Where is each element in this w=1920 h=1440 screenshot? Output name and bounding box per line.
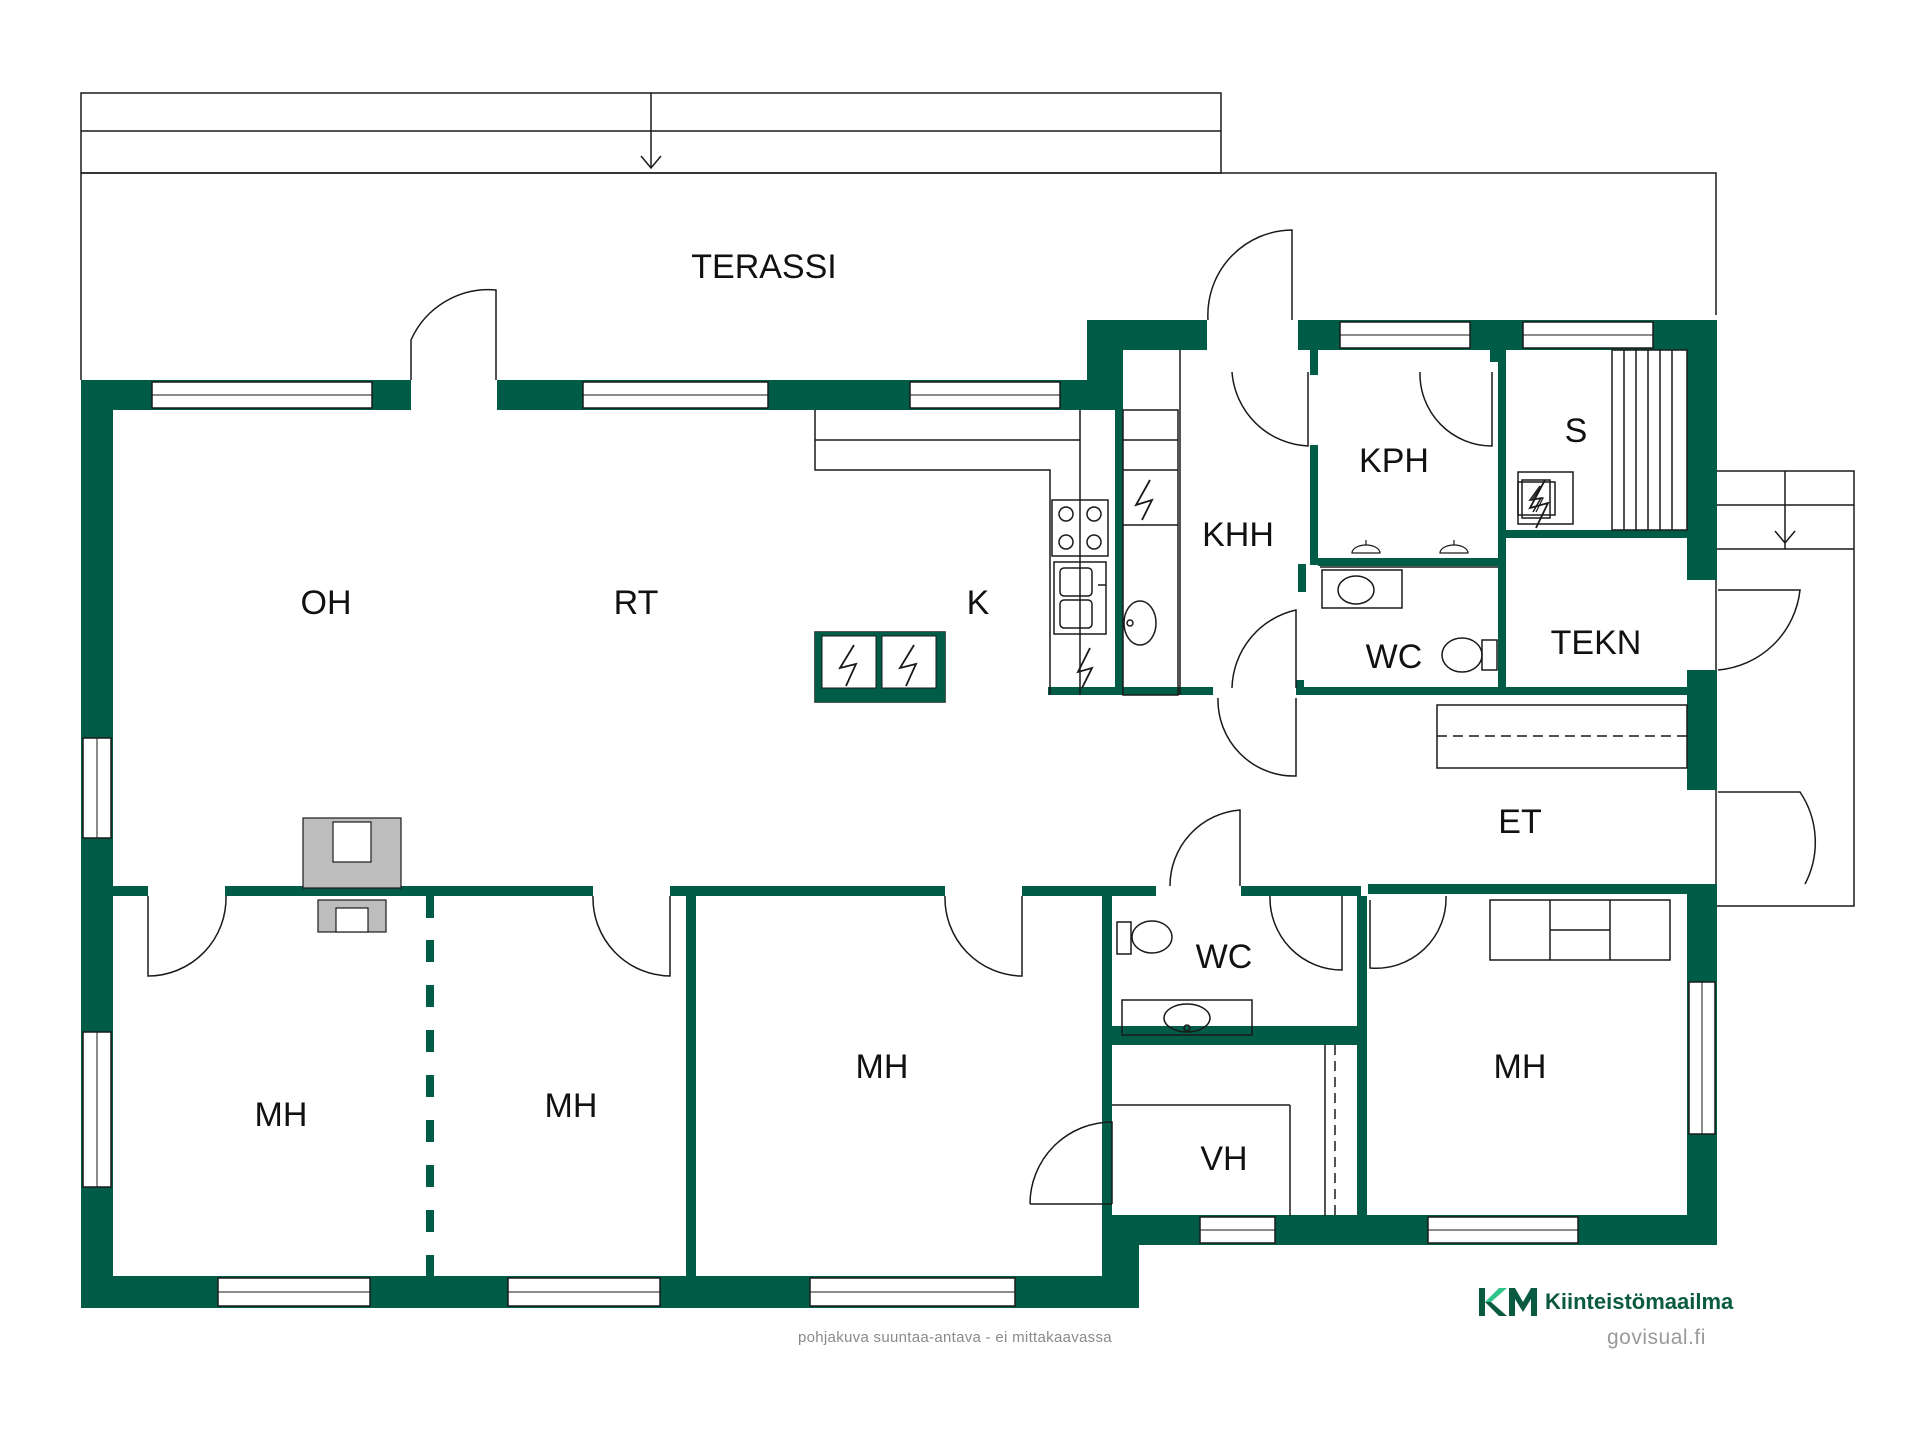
stove-icon bbox=[1051, 499, 1109, 557]
label-mh-4: MH bbox=[1494, 1048, 1547, 1086]
tekn-boiler bbox=[1517, 471, 1574, 525]
label-mh-2: MH bbox=[545, 1087, 598, 1125]
kitchen-island bbox=[815, 632, 945, 702]
disclaimer-text: pohjakuva suuntaa-antava - ei mittakaava… bbox=[798, 1329, 1112, 1346]
label-vh: VH bbox=[1200, 1140, 1247, 1178]
label-wc-upper: WC bbox=[1366, 638, 1423, 676]
label-tekn: TEKN bbox=[1551, 624, 1642, 662]
label-k: K bbox=[967, 584, 990, 622]
washbasin-icon bbox=[1123, 600, 1157, 646]
windows bbox=[82, 321, 1716, 1307]
label-et: ET bbox=[1498, 803, 1541, 841]
toilet-icon bbox=[1116, 569, 1498, 955]
km-logo-icon bbox=[1479, 1288, 1537, 1316]
credit-text: govisual.fi bbox=[1607, 1326, 1706, 1349]
exterior-walls bbox=[81, 320, 1717, 1308]
label-rt: RT bbox=[614, 584, 659, 622]
label-mh-1: MH bbox=[255, 1096, 308, 1134]
label-s: S bbox=[1565, 412, 1588, 450]
sauna-bench-icon bbox=[1521, 349, 1688, 531]
fixtures-outline bbox=[814, 350, 1688, 1216]
fireplace-icon bbox=[302, 817, 402, 933]
sink-icon bbox=[1053, 561, 1107, 635]
room-labels: TERASSI OH RT K KHH KPH S WC TEKN ET WC … bbox=[255, 248, 1642, 1178]
label-wc-lower: WC bbox=[1196, 938, 1253, 976]
label-terassi: TERASSI bbox=[691, 248, 836, 286]
brand-logo: Kiinteistömaailma bbox=[1477, 1282, 1733, 1322]
washbasin-icon bbox=[1163, 1003, 1211, 1033]
label-khh: KHH bbox=[1202, 516, 1274, 554]
label-oh: OH bbox=[301, 584, 352, 622]
label-mh-3: MH bbox=[856, 1048, 909, 1086]
terrace bbox=[80, 92, 1717, 380]
shower-icon bbox=[1351, 540, 1469, 554]
entrance-steps bbox=[1715, 470, 1855, 907]
interior-walls bbox=[113, 350, 1688, 1276]
label-kph: KPH bbox=[1359, 442, 1429, 480]
door-swing-icon bbox=[147, 229, 1817, 1205]
brand-name: Kiinteistömaailma bbox=[1545, 1289, 1734, 1314]
